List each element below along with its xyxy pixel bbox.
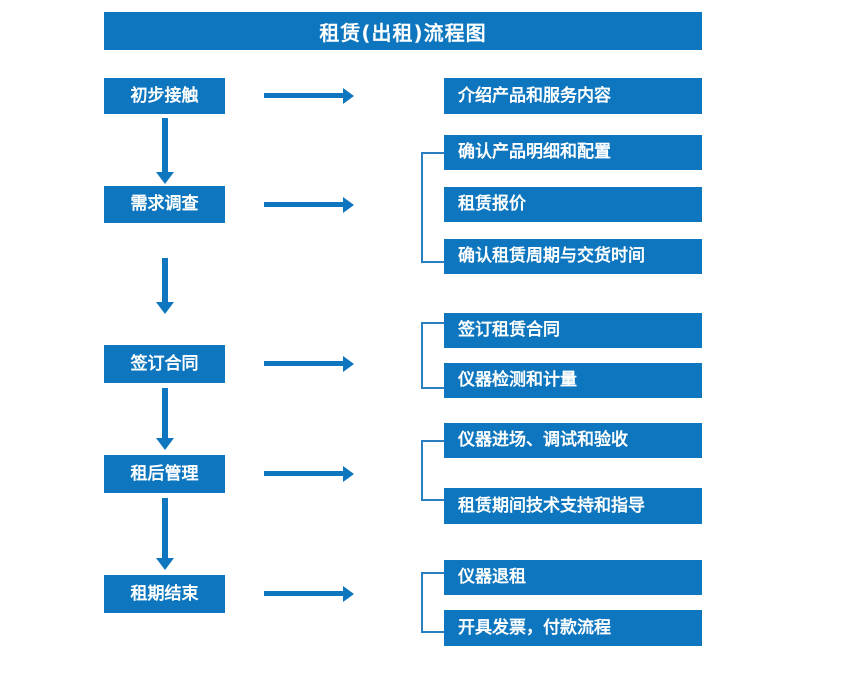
arrow-head-right-icon <box>343 88 354 104</box>
detail-label-4: 确认租赁周期与交货时间 <box>458 246 645 266</box>
group-bracket-2 <box>421 152 444 263</box>
detail-label-8: 租赁期间技术支持和指导 <box>458 495 645 516</box>
detail-node-6[interactable]: 仪器检测和计量 <box>444 363 702 398</box>
group-bracket-5 <box>421 572 444 633</box>
arrow-head-right-icon <box>343 466 354 482</box>
stage-connector-arrow-1-2 <box>156 118 174 184</box>
detail-node-9[interactable]: 仪器退租 <box>444 560 702 595</box>
detail-label-5: 签订租赁合同 <box>458 320 560 340</box>
detail-label-7: 仪器进场、调试和验收 <box>458 430 628 450</box>
arrow-shaft <box>162 498 168 558</box>
detail-node-7[interactable]: 仪器进场、调试和验收 <box>444 423 702 458</box>
detail-label-9: 仪器退租 <box>458 567 526 587</box>
detail-arrow-1 <box>264 88 354 104</box>
arrow-head-right-icon <box>343 197 354 213</box>
diagram-title-bar: 租赁(出租)流程图 <box>104 12 702 50</box>
detail-label-3: 租赁报价 <box>458 194 526 214</box>
detail-node-4[interactable]: 确认租赁周期与交货时间 <box>444 239 702 274</box>
arrow-shaft <box>264 202 344 207</box>
detail-label-10: 开具发票，付款流程 <box>458 617 611 638</box>
stage-connector-arrow-4-5 <box>156 498 174 570</box>
detail-arrow-4 <box>264 466 354 482</box>
group-bracket-4 <box>421 440 444 501</box>
stage-label-1: 初步接触 <box>130 85 199 106</box>
detail-arrow-5 <box>264 586 354 602</box>
stage-node-2[interactable]: 需求调查 <box>104 186 225 223</box>
arrow-shaft <box>264 471 344 476</box>
stage-label-3: 签订合同 <box>130 353 199 374</box>
detail-node-10[interactable]: 开具发票，付款流程 <box>444 610 702 646</box>
detail-label-1: 介绍产品和服务内容 <box>458 85 611 106</box>
arrow-head-right-icon <box>343 586 354 602</box>
stage-node-1[interactable]: 初步接触 <box>104 78 225 114</box>
stage-connector-arrow-3-4 <box>156 388 174 450</box>
arrow-head-right-icon <box>343 356 354 372</box>
group-bracket-3 <box>421 322 444 389</box>
detail-label-6: 仪器检测和计量 <box>458 370 577 390</box>
stage-connector-arrow-2-3 <box>156 258 174 314</box>
arrow-shaft <box>162 388 168 438</box>
stage-node-4[interactable]: 租后管理 <box>104 455 225 493</box>
stage-label-2: 需求调查 <box>130 194 199 214</box>
stage-label-4: 租后管理 <box>130 463 199 484</box>
arrow-head-down-icon <box>156 302 174 314</box>
diagram-title: 租赁(出租)流程图 <box>319 20 487 45</box>
arrow-shaft <box>264 361 344 366</box>
arrow-head-down-icon <box>156 438 174 450</box>
arrow-shaft <box>162 118 168 172</box>
arrow-head-down-icon <box>156 172 174 184</box>
detail-arrow-3 <box>264 356 354 372</box>
arrow-head-down-icon <box>156 558 174 570</box>
arrow-shaft <box>264 591 344 596</box>
stage-label-5: 租期结束 <box>130 583 199 604</box>
detail-node-3[interactable]: 租赁报价 <box>444 187 702 222</box>
detail-node-8[interactable]: 租赁期间技术支持和指导 <box>444 488 702 524</box>
stage-node-3[interactable]: 签订合同 <box>104 345 225 383</box>
arrow-shaft <box>264 93 344 98</box>
detail-node-1[interactable]: 介绍产品和服务内容 <box>444 78 702 114</box>
detail-node-5[interactable]: 签订租赁合同 <box>444 313 702 348</box>
detail-label-2: 确认产品明细和配置 <box>458 142 611 162</box>
detail-node-2[interactable]: 确认产品明细和配置 <box>444 135 702 170</box>
arrow-shaft <box>162 258 168 302</box>
stage-node-5[interactable]: 租期结束 <box>104 575 225 613</box>
detail-arrow-2 <box>264 197 354 213</box>
